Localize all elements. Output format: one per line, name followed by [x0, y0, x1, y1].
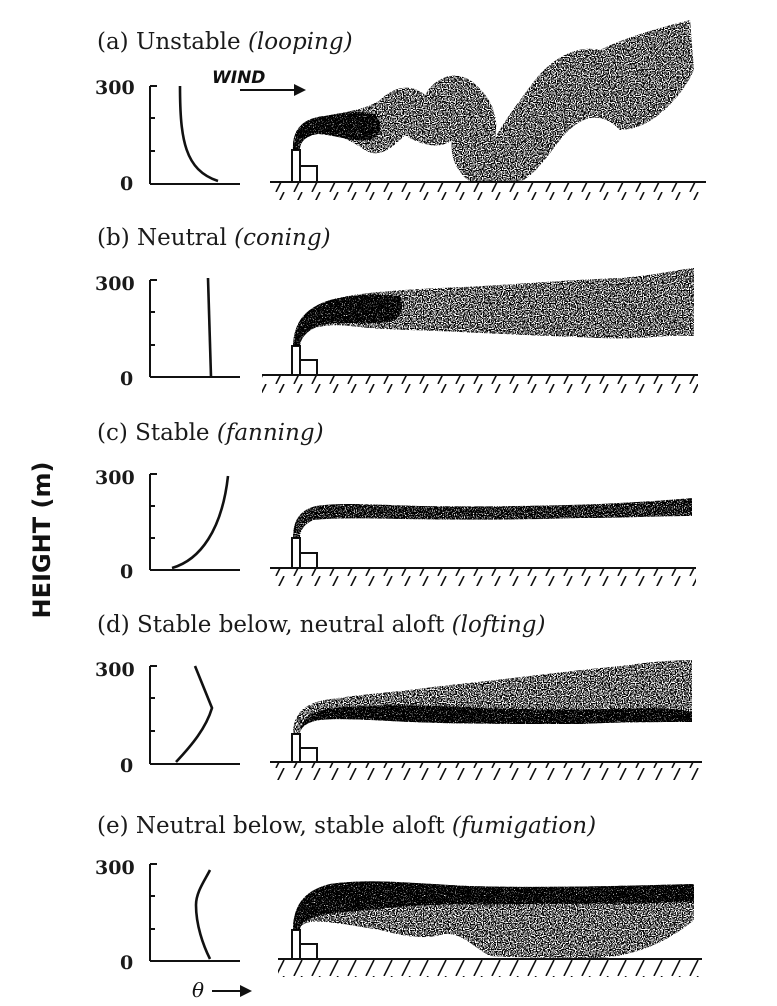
panel-d-temperature-profile — [175, 665, 214, 763]
panel-e: (e) Neutral below, stable aloft (fumigat… — [95, 813, 702, 977]
panel-d-profile-axes — [149, 665, 240, 765]
panel-c-ground-hatching — [270, 568, 696, 586]
panel-b-title: (b) Neutral (coning) — [97, 225, 331, 251]
wind-label: WIND — [212, 68, 265, 88]
panel-a-plume-core — [292, 111, 381, 150]
panel-d-tick-0: 0 — [120, 755, 133, 777]
panel-e-title: (e) Neutral below, stable aloft (fumigat… — [97, 813, 596, 839]
panel-e-temperature-profile — [194, 869, 212, 960]
panel-e-tick-300: 300 — [95, 857, 135, 879]
panel-d-stack — [291, 733, 318, 763]
x-axis-label: θ — [192, 978, 204, 1002]
panel-b-stack — [291, 345, 318, 376]
panel-a-profile-axes — [149, 85, 240, 185]
panel-b-tick-0: 0 — [120, 368, 133, 390]
panel-a-tick-300: 300 — [95, 77, 135, 99]
panel-c-profile-axes — [149, 473, 240, 571]
panel-e-profile-axes — [149, 863, 240, 962]
panel-c-tick-0: 0 — [120, 561, 133, 583]
panel-c-tick-300: 300 — [95, 467, 135, 489]
wind-arrow — [240, 84, 306, 96]
panel-b-tick-300: 300 — [95, 273, 135, 295]
panel-e-stack — [291, 929, 318, 960]
panel-d-ground-hatching — [270, 762, 702, 780]
panel-d-plume-core — [300, 705, 692, 734]
panel-c-title: (c) Stable (fanning) — [97, 420, 324, 446]
panel-b-plume-core — [293, 294, 403, 346]
panel-d-tick-300: 300 — [95, 659, 135, 681]
panel-b-temperature-profile — [206, 277, 213, 378]
panel-d: (d) Stable below, neutral aloft (lofting… — [95, 612, 702, 780]
panel-a: (a) Unstable (looping) 300 0 WIND — [95, 20, 706, 200]
panel-c: (c) Stable (fanning) 300 0 — [95, 420, 696, 586]
panel-a-ground-hatching — [270, 182, 706, 200]
panel-a-title: (a) Unstable (looping) — [97, 29, 353, 55]
panel-c-stack — [291, 537, 318, 569]
theta-arrow-head — [240, 985, 252, 997]
panel-e-plume-core — [293, 881, 694, 930]
panel-e-ground-hatching — [278, 959, 702, 977]
panel-b-ground-hatching — [262, 375, 698, 393]
panel-a-plume — [292, 20, 694, 182]
y-axis-label: HEIGHT (m) — [28, 462, 56, 619]
panel-b: (b) Neutral (coning) 300 0 — [95, 225, 698, 393]
panel-a-stack — [291, 149, 318, 183]
panel-b-plume — [293, 268, 694, 346]
panel-c-temperature-profile — [171, 475, 230, 570]
panel-d-title: (d) Stable below, neutral aloft (lofting… — [97, 612, 545, 638]
panel-e-tick-0: 0 — [120, 952, 133, 974]
panel-a-tick-0: 0 — [120, 173, 133, 195]
panel-b-profile-axes — [149, 279, 240, 378]
panel-c-plume — [293, 498, 692, 538]
x-axis-theta-indicator: θ — [192, 978, 252, 1002]
panel-a-temperature-profile — [178, 85, 219, 183]
